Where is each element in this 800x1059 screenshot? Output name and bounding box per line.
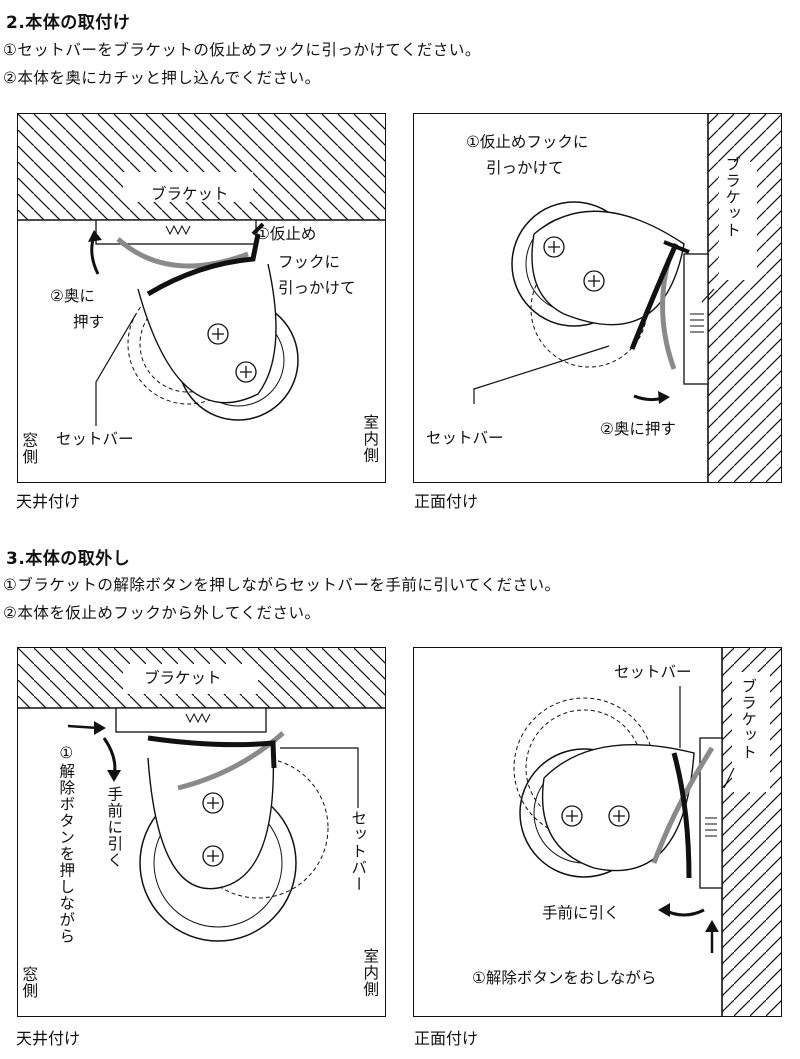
install-ceiling-illustration: [18, 114, 385, 426]
remove-front-diagram: セットバー ブラケット 手前に引く ①解除ボタンをおしながら: [413, 647, 782, 1017]
push-label-1: ②奥に: [50, 287, 95, 305]
hook-label-3: 引っかけて: [278, 279, 356, 297]
remove-room-side-label: 室内側: [361, 948, 380, 998]
front-push-label: ②奥に押す: [600, 420, 676, 438]
release-button-label: ①解除ボタンを押しながら: [57, 744, 76, 945]
front-setbar-label: セットバー: [426, 429, 504, 447]
remove-ceiling-caption: 天井付け: [16, 1029, 81, 1048]
remove-front-setbar-label: セットバー: [614, 663, 692, 681]
setbar-label: セットバー: [56, 430, 134, 448]
install-front-illustration: [473, 114, 781, 482]
section3-step1: ①ブラケットの解除ボタンを押しながらセットバーを手前に引いてください。: [3, 576, 561, 594]
front-hook-label-2: 引っかけて: [486, 159, 564, 177]
install-front-caption: 正面付け: [414, 492, 479, 511]
remove-front-bracket-label: ブラケット: [739, 678, 758, 761]
remove-bracket-label: ブラケット: [144, 669, 222, 687]
room-side-label: 室内側: [361, 414, 380, 464]
pull-label: 手前に引く: [105, 786, 124, 869]
install-ceiling-caption: 天井付け: [16, 492, 81, 511]
section2-step2: ②本体を奥にカチッと押し込んでください。: [3, 69, 321, 87]
bracket-label: ブラケット: [151, 185, 229, 203]
hook-label-1: ①仮止め: [256, 225, 317, 243]
front-bracket-label: ブラケット: [723, 156, 742, 239]
section2-step1: ①セットバーをブラケットの仮止めフックに引っかけてください。: [3, 41, 481, 59]
remove-window-side-label: 窓側: [20, 966, 39, 999]
section3-title: 3.本体の取外し: [6, 549, 131, 569]
remove-setbar-label: セットバー: [349, 810, 368, 893]
remove-ceiling-diagram: ブラケット ①解除ボタンを押しながら 手前に引く セットバー 窓側 室内側: [17, 647, 386, 1017]
push-label-2: 押す: [73, 313, 105, 331]
remove-ceiling-illustration: [18, 648, 385, 942]
section3-step2: ②本体を仮止めフックから外してください。: [3, 604, 321, 622]
window-side-label: 窓側: [20, 432, 39, 465]
front-hook-label-1: ①仮止めフックに: [466, 133, 589, 151]
remove-front-release-label: ①解除ボタンをおしながら: [472, 969, 657, 987]
install-ceiling-diagram: ブラケット ①仮止め フックに 引っかけて ②奥に 押す セットバー 窓側 室内…: [17, 113, 386, 483]
section2-title: 2.本体の取付け: [6, 13, 131, 33]
remove-front-illustration: [513, 648, 781, 1016]
hook-label-2: フックに: [278, 253, 341, 271]
remove-front-pull-label: 手前に引く: [542, 904, 620, 922]
install-front-diagram: ①仮止めフックに 引っかけて ブラケット セットバー ②奥に押す: [413, 113, 782, 483]
remove-front-caption: 正面付け: [414, 1029, 479, 1048]
